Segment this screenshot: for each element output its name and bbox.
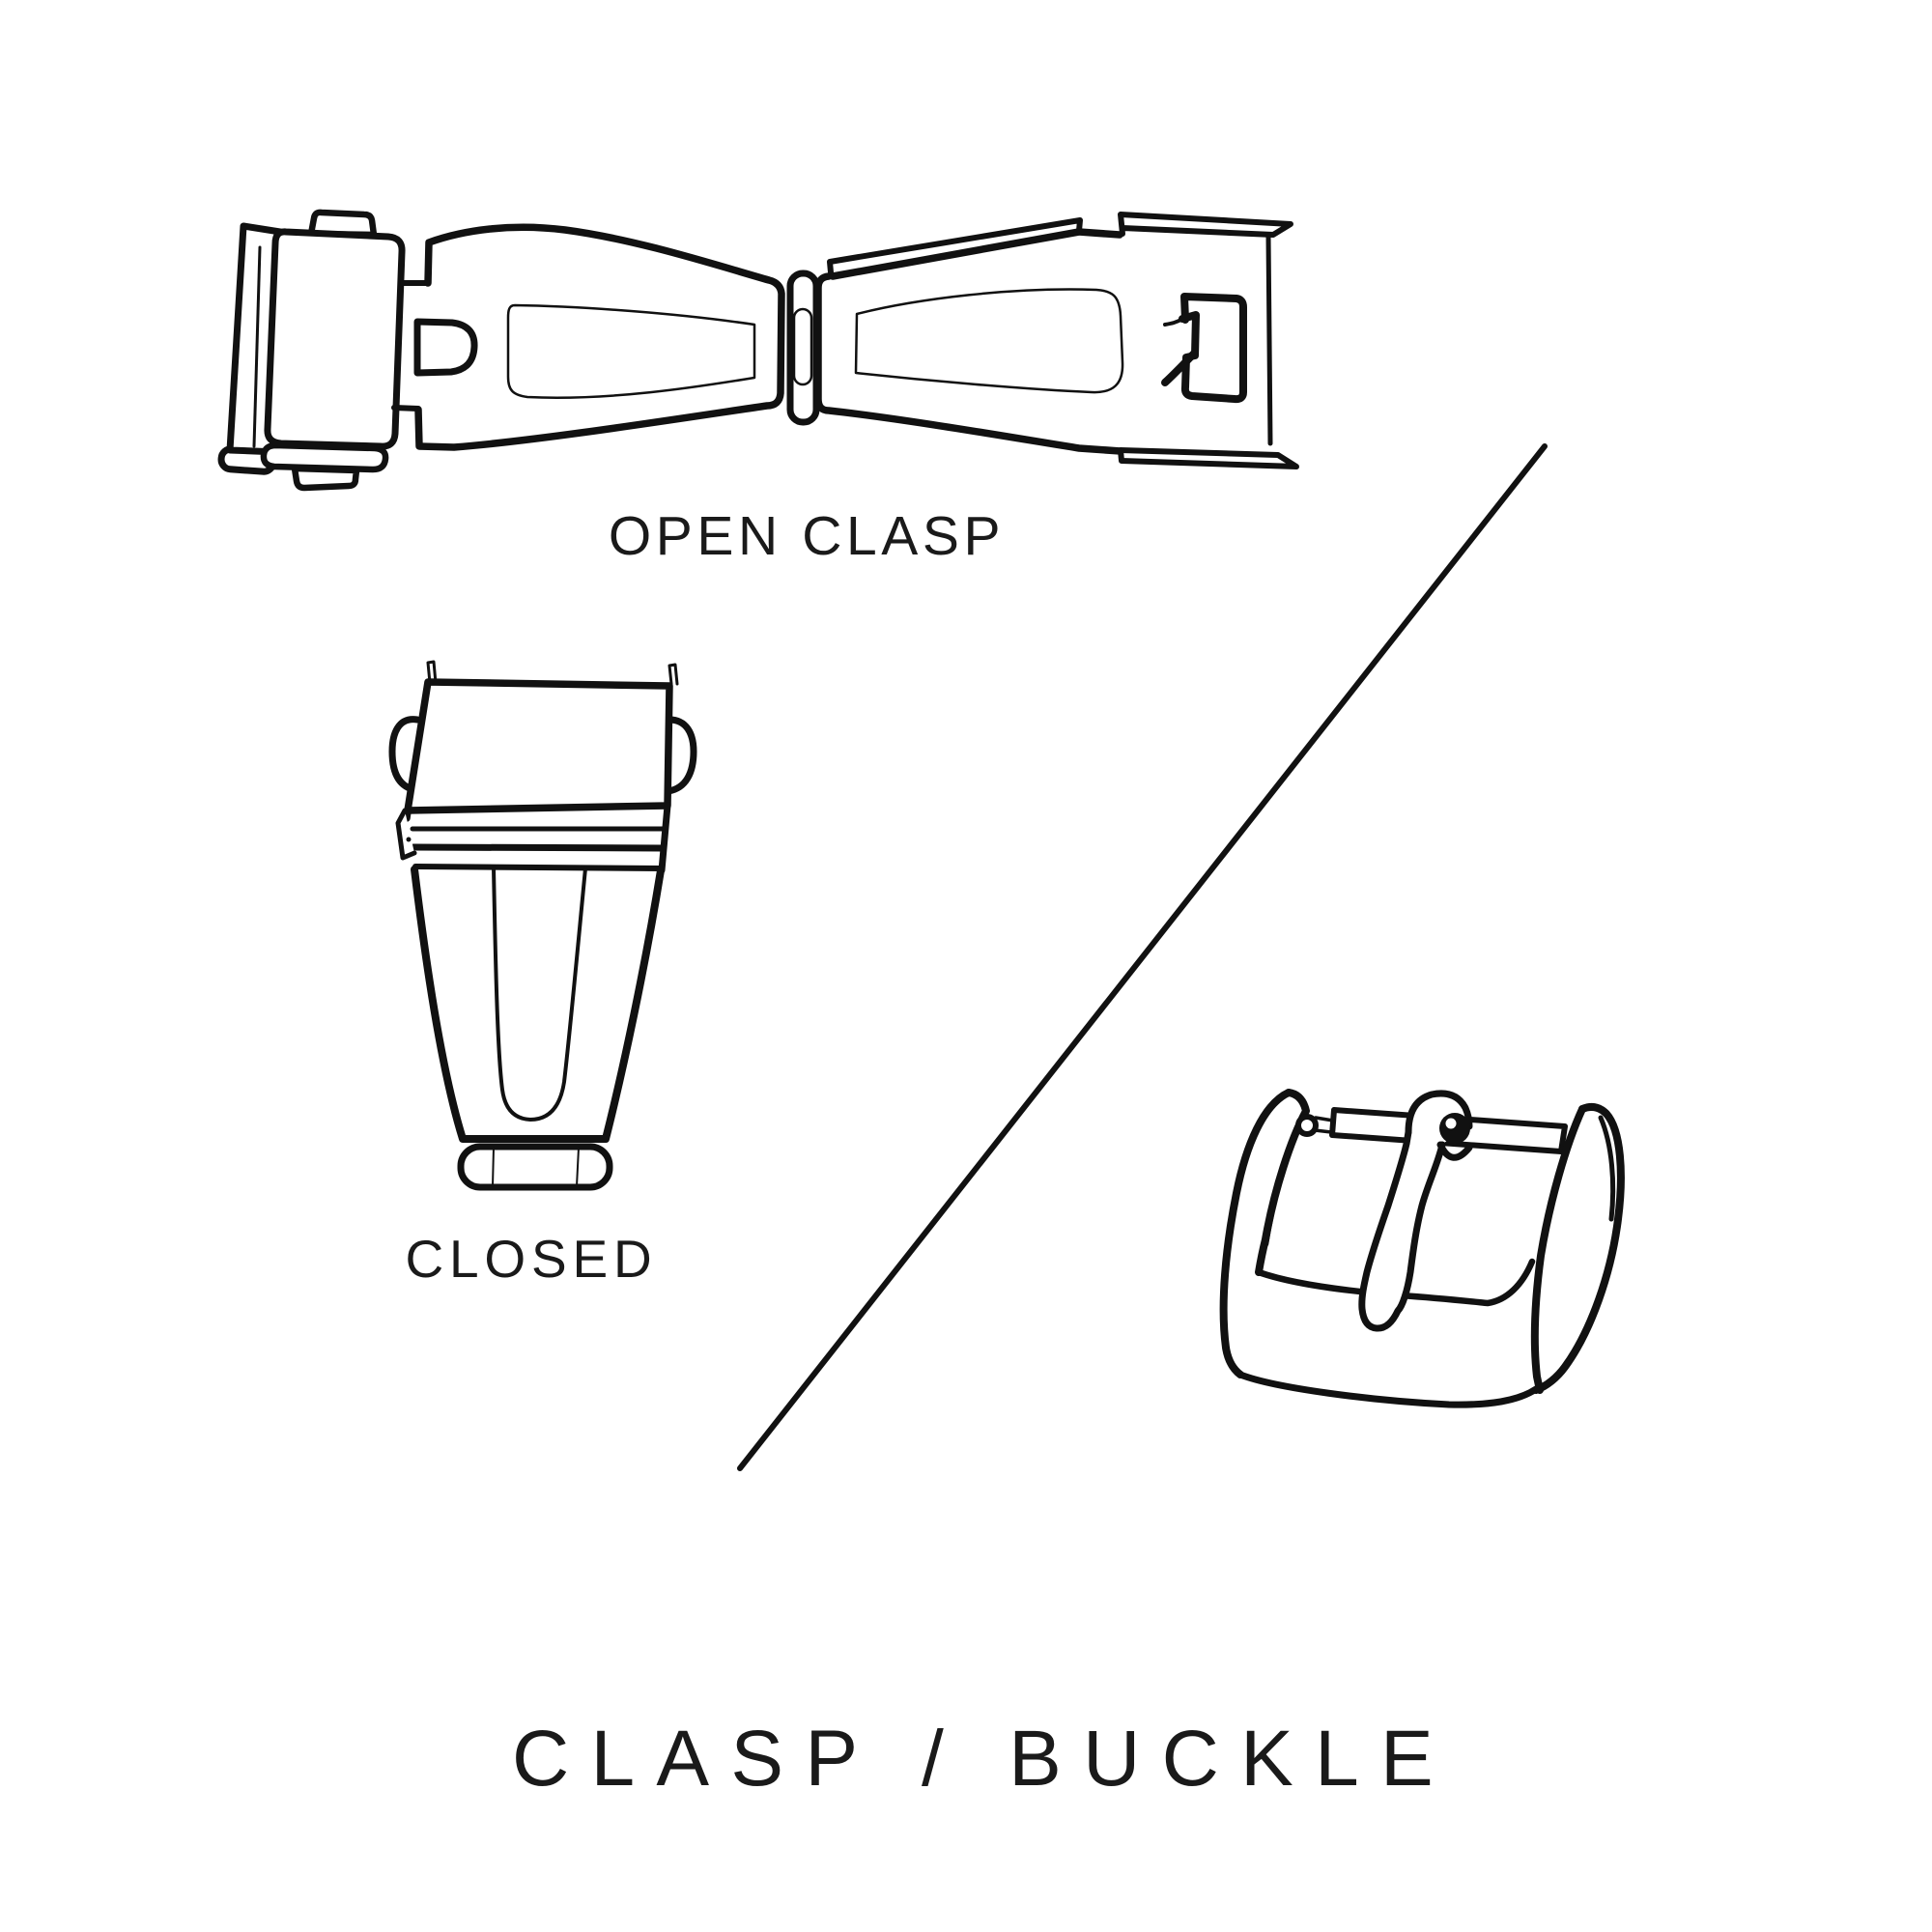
svg-text:CLASP / BUCKLE: CLASP / BUCKLE [512,1715,1455,1803]
svg-text:OPEN CLASP: OPEN CLASP [609,505,1005,567]
svg-text:CLOSED: CLOSED [406,1229,658,1289]
